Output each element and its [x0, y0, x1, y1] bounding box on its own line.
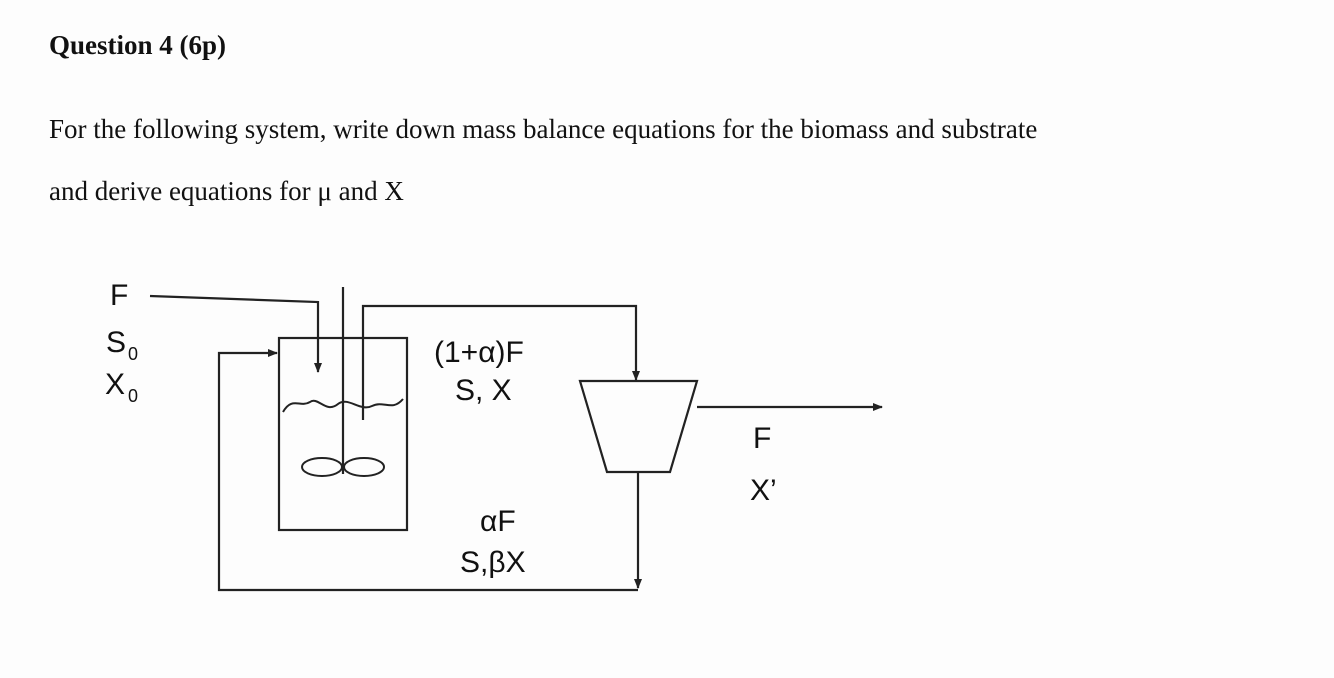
impeller-left [301, 457, 343, 477]
effluent-flow-label: F [753, 422, 771, 455]
impeller-right [343, 457, 385, 477]
question-heading: Question 4 (6p) [49, 30, 227, 60]
question-text-line-2: and derive equations for μ and X [49, 176, 404, 206]
inlet-substrate-subscript: 0 [128, 344, 138, 364]
recycle-concentration-label: S,βX [460, 546, 526, 579]
reactor-outlet-line [361, 304, 640, 420]
settler-separator [578, 379, 699, 474]
inlet-substrate-label: S [106, 326, 126, 359]
feed-line [149, 294, 322, 373]
inlet-biomass-label: X [105, 368, 125, 401]
outlet-concentration-label: S, X [455, 374, 512, 407]
liquid-surface [282, 398, 404, 413]
effluent-biomass-label: X’ [750, 474, 777, 507]
recycle-flow-label: αF [480, 505, 516, 538]
question-text-line-1: For the following system, write down mas… [49, 114, 1038, 144]
recycle-line [217, 349, 638, 592]
outlet-flow-label: (1+α)F [434, 336, 524, 369]
inlet-biomass-subscript: 0 [128, 386, 138, 406]
inlet-flow-label: F [110, 279, 128, 312]
